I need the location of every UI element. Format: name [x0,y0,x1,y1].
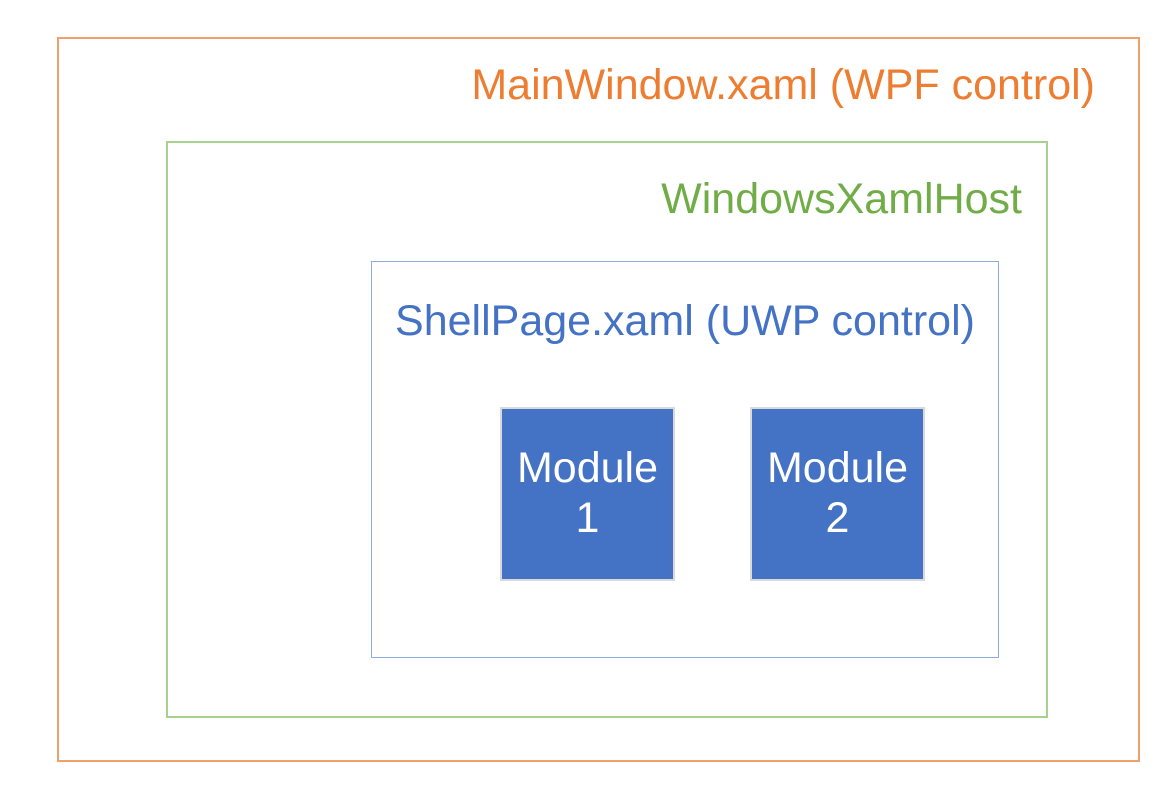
mainwindow-wpf-label: MainWindow.xaml (WPF control) [471,61,1095,109]
shellpage-uwp-label: ShellPage.xaml (UWP control) [395,297,975,345]
module-2-label: Module 2 [767,444,908,544]
module-1-label: Module 1 [517,444,658,544]
module-2-word: Module [766,444,909,493]
module-1-box: Module 1 [500,407,675,581]
module-2-number: 2 [825,494,850,542]
module-2-box: Module 2 [750,407,925,581]
mainwindow-wpf-box: MainWindow.xaml (WPF control) WindowsXam… [57,37,1140,762]
windowsxamlhost-label: WindowsXamlHost [661,175,1022,223]
windowsxamlhost-box: WindowsXamlHost ShellPage.xaml (UWP cont… [166,141,1048,718]
module-1-number: 1 [575,494,600,542]
module-1-word: Module [516,444,659,493]
shellpage-uwp-box: ShellPage.xaml (UWP control) Module 1 Mo… [371,261,999,658]
